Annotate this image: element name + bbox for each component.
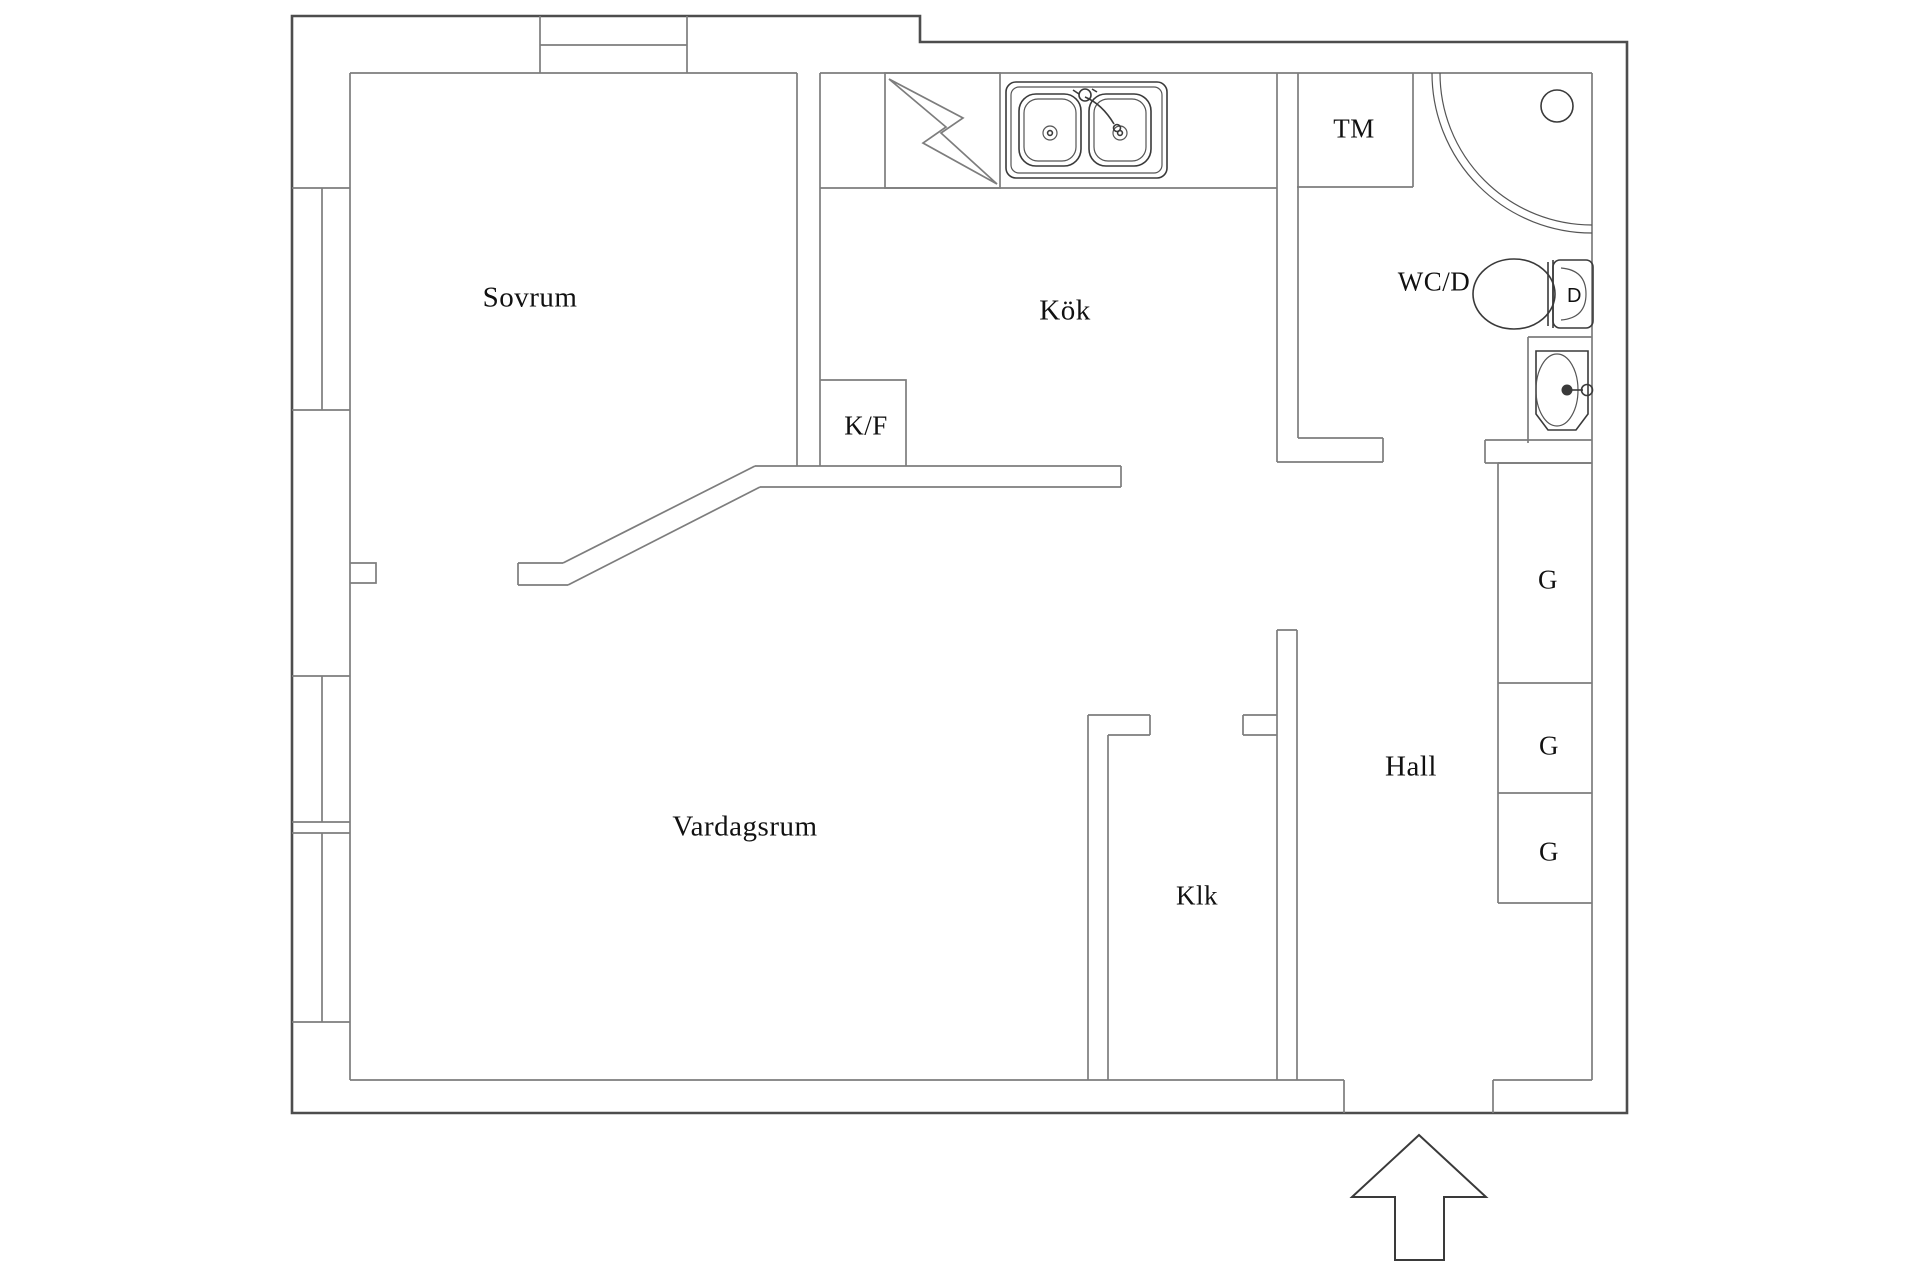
windows [292, 187, 350, 1023]
entrance-arrow-icon [1349, 1133, 1489, 1261]
diagonal-wall [517, 465, 761, 586]
ventilation-shaft [539, 16, 688, 73]
outer-wall-outline [290, 14, 1629, 1115]
inner-walls [349, 16, 1593, 1113]
klk-left-wall [1087, 714, 1151, 1080]
fridge-freezer-bay [820, 379, 907, 466]
kitchen-sink-icon [1005, 81, 1168, 179]
toilet-icon: D [1472, 258, 1594, 330]
washbasin-icon [1527, 336, 1594, 443]
toilet-flush-label: D [1567, 285, 1581, 307]
room-label-kok: Kök [1039, 294, 1091, 327]
window-1 [292, 187, 350, 411]
bathroom-west-wall [1276, 73, 1384, 463]
room-label-wcd: WC/D [1397, 266, 1471, 297]
fixture-label-wardrobe-2: G [1539, 730, 1559, 761]
fixture-label-wardrobe-3: G [1539, 836, 1559, 867]
room-label-sovrum: Sovrum [482, 281, 578, 314]
shower-icon [1431, 72, 1593, 234]
fixture-label-tm: TM [1333, 113, 1375, 144]
wardrobe-column [1497, 462, 1592, 904]
room-label-klk: Klk [1176, 880, 1218, 911]
window-3 [292, 832, 350, 1023]
window-2 [292, 675, 350, 823]
room-label-vardagsrum: Vardagsrum [672, 810, 818, 843]
wall-notch [350, 562, 377, 584]
bathroom-south-wall [1484, 439, 1592, 464]
fixture-label-kf: K/F [844, 410, 888, 441]
fixture-label-wardrobe-1: G [1538, 564, 1558, 595]
washing-machine-bay [1297, 73, 1414, 188]
room-label-hall: Hall [1385, 750, 1437, 783]
hall-wall [1242, 629, 1298, 1080]
stove-icon [884, 72, 1001, 189]
